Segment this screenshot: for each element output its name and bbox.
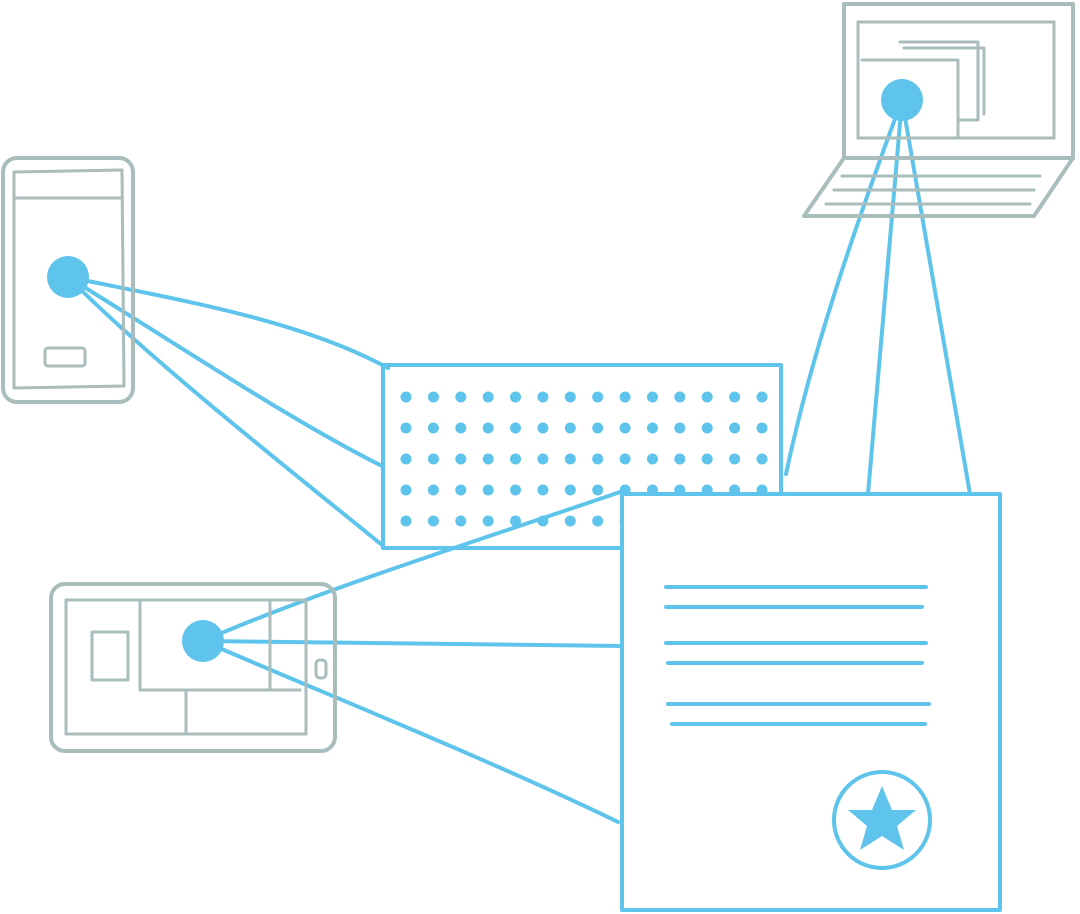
server-dot (674, 422, 686, 434)
server-dot (756, 453, 768, 465)
server-grid-icon (381, 363, 783, 550)
connection-phone-server-3 (66, 275, 384, 547)
connection-lines (66, 98, 972, 824)
connection-laptop-document-1 (866, 98, 904, 496)
server-dot (510, 484, 521, 496)
server-dot (537, 422, 549, 434)
certificate-document-icon (620, 492, 1002, 912)
star-badge-icon (832, 770, 932, 870)
connection-tablet-document-1 (201, 639, 624, 648)
server-dot (455, 484, 467, 496)
server-dot (674, 453, 686, 465)
server-dot (729, 453, 741, 465)
connection-tablet-server (201, 488, 628, 643)
server-dot (482, 515, 494, 527)
server-dot (592, 391, 604, 403)
tablet-node-dot (182, 620, 224, 662)
laptop-icon (802, 2, 1075, 218)
server-dot (564, 515, 576, 527)
server-dot (564, 453, 576, 465)
server-dot (619, 453, 631, 465)
server-dot (756, 422, 768, 434)
server-dot (647, 391, 658, 403)
smartphone-icon (1, 156, 135, 404)
server-dot (482, 422, 494, 434)
server-dot (701, 422, 713, 434)
connection-laptop-document-2 (900, 98, 972, 496)
server-dot (729, 422, 741, 434)
server-dot (482, 484, 494, 496)
server-dot (619, 422, 631, 434)
server-dot (564, 422, 576, 434)
server-dot (427, 391, 439, 403)
server-dot (701, 453, 713, 465)
server-dot (564, 484, 576, 496)
server-dot (455, 422, 467, 434)
server-dot-grid (400, 391, 768, 527)
phone-node-dot (47, 256, 89, 298)
server-dot (701, 391, 713, 403)
server-dot (427, 515, 439, 527)
server-dot (592, 484, 604, 496)
server-dot (482, 391, 494, 403)
server-dot (564, 391, 576, 403)
server-dot (455, 515, 467, 527)
server-dot (427, 453, 439, 465)
server-dot (537, 515, 549, 527)
server-dot (400, 422, 412, 434)
connection-phone-server-1 (66, 275, 390, 370)
connection-laptop-server (784, 98, 904, 476)
server-dot (592, 422, 604, 434)
server-dot (510, 422, 521, 434)
server-dot (756, 391, 768, 403)
server-dot (592, 453, 604, 465)
connection-phone-server-2 (66, 275, 384, 468)
server-dot (510, 391, 521, 403)
server-dot (510, 453, 521, 465)
server-dot (482, 453, 494, 465)
server-dot (427, 422, 439, 434)
document-text-lines (664, 585, 931, 726)
server-dot (647, 453, 658, 465)
server-dot (400, 391, 412, 403)
server-dot (400, 484, 412, 496)
server-dot (400, 515, 412, 527)
laptop-node-dot (881, 79, 923, 121)
server-dot (455, 391, 467, 403)
server-dot (455, 453, 467, 465)
server-dot (674, 391, 686, 403)
server-dot (537, 484, 549, 496)
server-dot (510, 515, 521, 527)
server-dot (647, 422, 658, 434)
server-dot (427, 484, 439, 496)
connection-tablet-document-2 (201, 639, 620, 824)
tablet-icon (49, 582, 337, 753)
server-dot (619, 391, 631, 403)
server-dot (400, 453, 412, 465)
server-dot (537, 453, 549, 465)
server-dot (592, 515, 604, 527)
server-dot (537, 391, 549, 403)
server-dot (729, 391, 741, 403)
